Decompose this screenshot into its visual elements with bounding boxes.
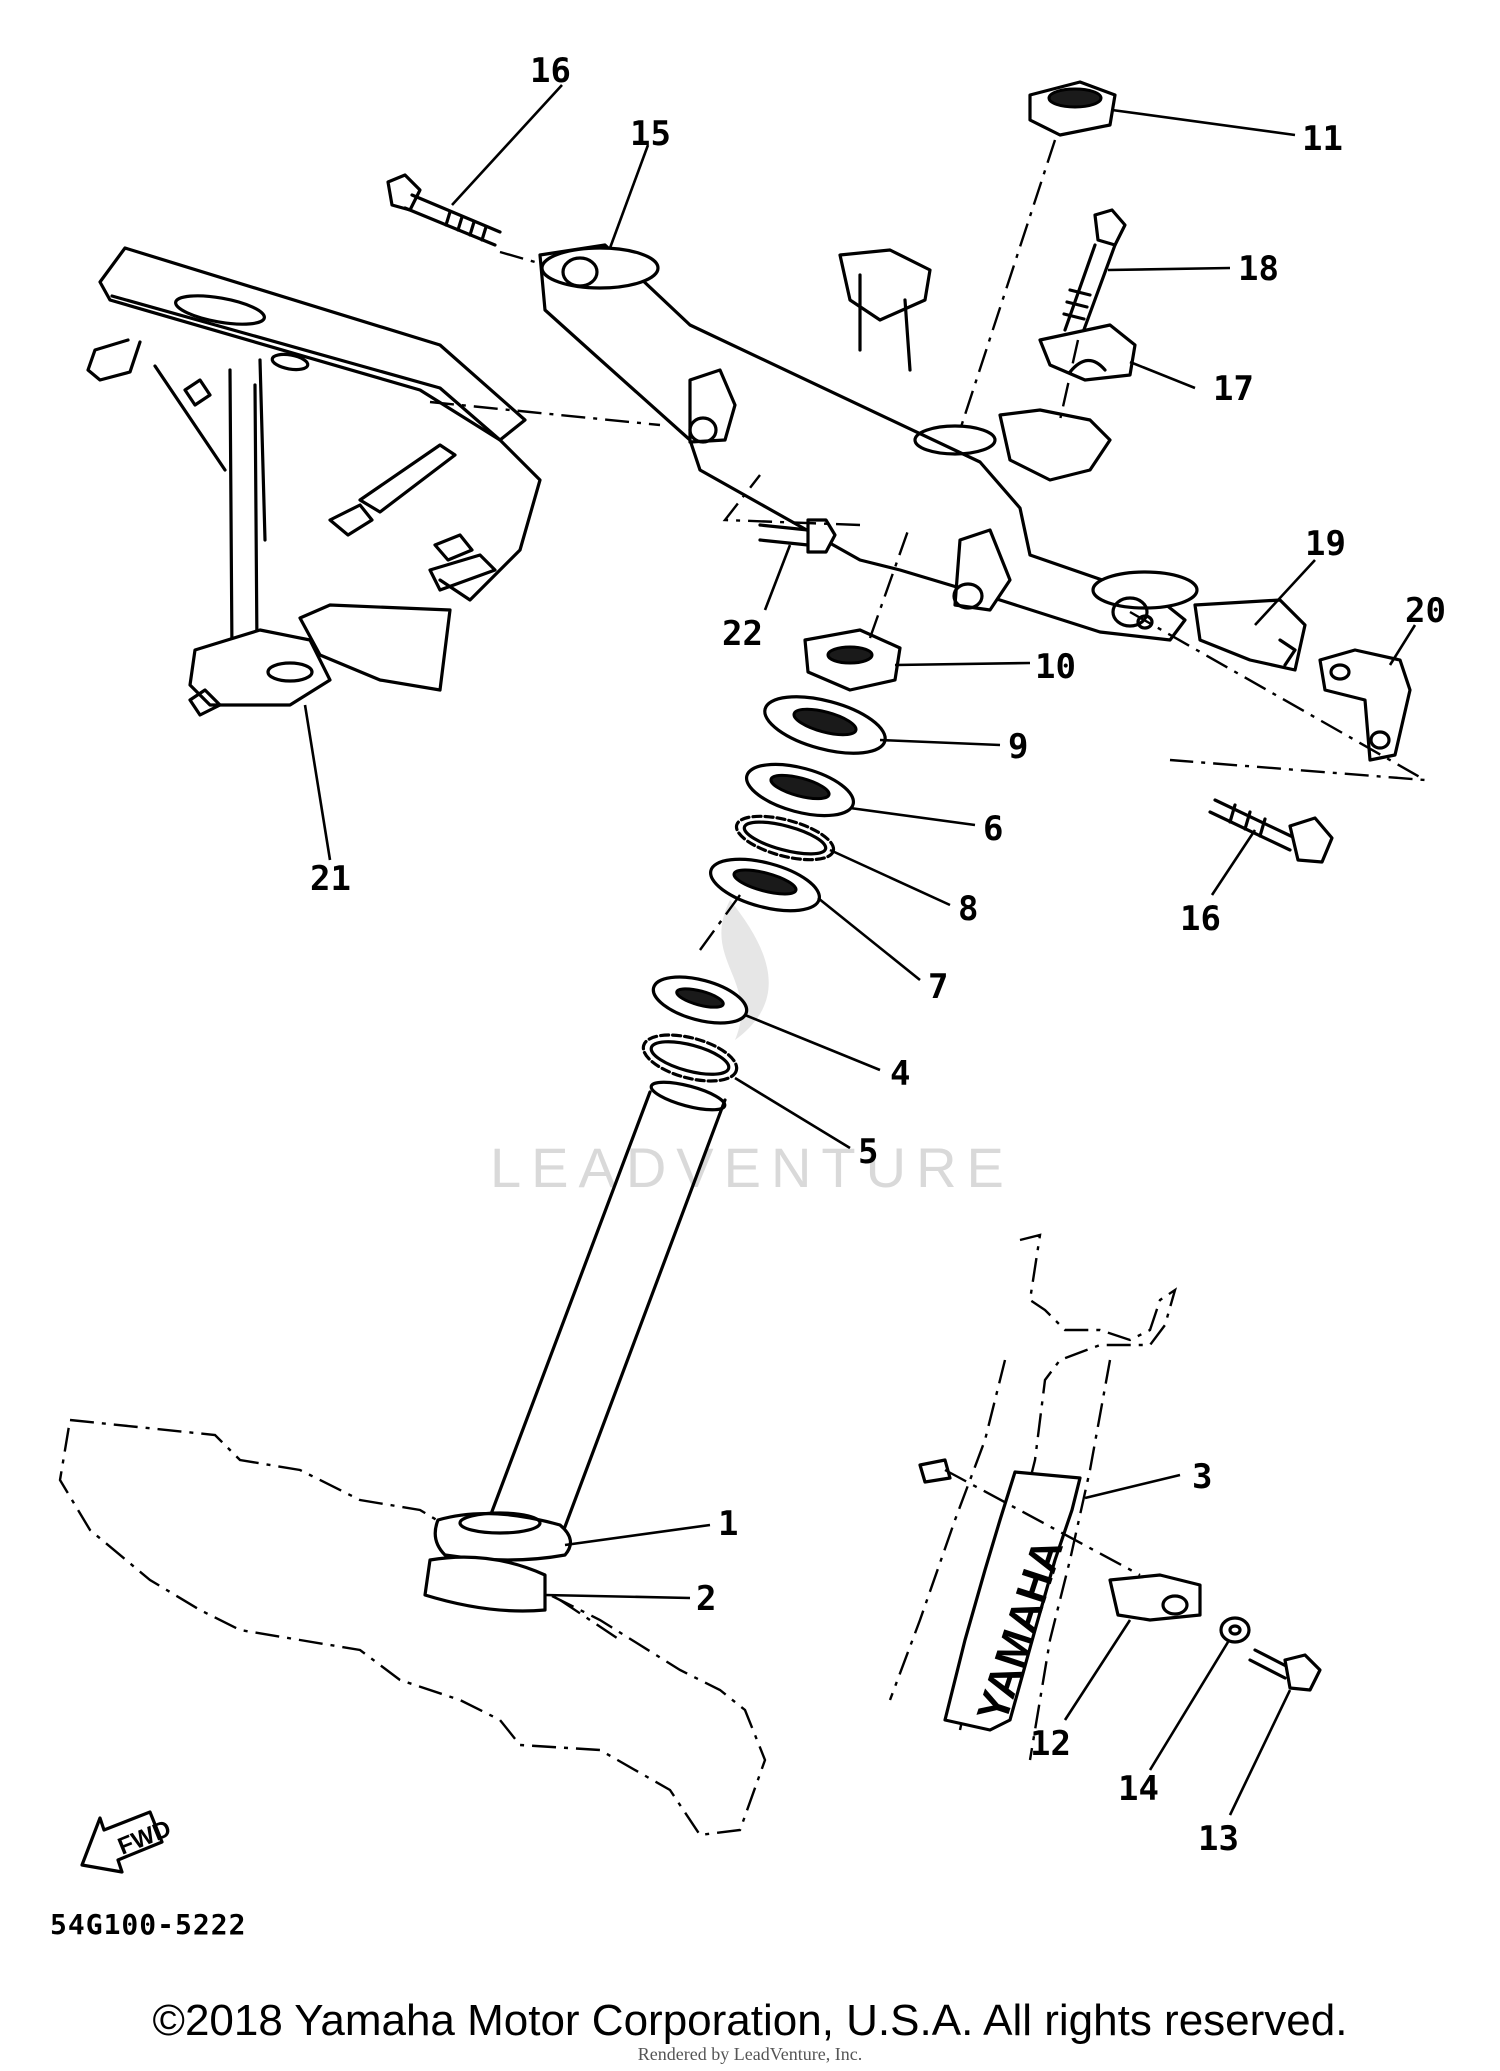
watermark: LEADVENTURE <box>490 900 1014 1199</box>
callout-21: 21 <box>310 859 351 899</box>
callout-9: 9 <box>1008 727 1028 767</box>
bolt-22 <box>758 518 837 554</box>
callout-12: 12 <box>1030 1724 1071 1764</box>
callout-19: 19 <box>1305 524 1346 564</box>
ring-nut-10 <box>803 628 902 692</box>
bolt-16-right <box>1208 798 1334 864</box>
callout-2: 2 <box>696 1579 716 1619</box>
fwd-arrow-icon: FWD <box>80 1810 175 1874</box>
callout-8: 8 <box>958 889 978 929</box>
callout-16-top: 16 <box>530 51 571 91</box>
callout-17: 17 <box>1213 369 1254 409</box>
bracket-20 <box>1318 648 1412 762</box>
callout-numbers: 1 2 3 4 5 6 7 8 9 10 11 12 13 14 15 16 1… <box>310 51 1446 1859</box>
callout-15: 15 <box>630 114 671 154</box>
front-fork: YAMAHA <box>888 1233 1178 1761</box>
stem-nut-11 <box>1028 80 1117 137</box>
bolt-18 <box>1062 208 1127 337</box>
watermark-text: LEADVENTURE <box>490 1136 1014 1199</box>
callout-16-right: 16 <box>1180 899 1221 939</box>
callout-3: 3 <box>1192 1457 1212 1497</box>
callout-14: 14 <box>1118 1769 1159 1809</box>
bolt-16-top <box>386 173 502 247</box>
callout-10: 10 <box>1035 647 1076 687</box>
callout-13: 13 <box>1198 1819 1239 1859</box>
ball-bearing-5 <box>641 1033 739 1083</box>
race-4 <box>651 975 749 1025</box>
copyright-notice: ©2018 Yamaha Motor Corporation, U.S.A. A… <box>152 1996 1348 2045</box>
upper-triple-clamp <box>538 243 1199 642</box>
cover-9 <box>763 695 887 755</box>
callout-5: 5 <box>858 1132 878 1172</box>
callout-18: 18 <box>1238 249 1279 289</box>
callout-6: 6 <box>983 809 1003 849</box>
renderer-credit: Rendered by LeadVenture, Inc. <box>637 2044 863 2064</box>
reference-code: 54G100-5222 <box>50 1908 247 1941</box>
leader-lines <box>303 84 1426 1816</box>
callout-1: 1 <box>718 1504 738 1544</box>
washer-14 <box>1219 1616 1251 1644</box>
lower-bracket <box>58 1418 767 1837</box>
steering-stem <box>483 1080 727 1542</box>
callout-22: 22 <box>722 614 763 654</box>
holder-19 <box>1193 598 1307 672</box>
callout-4: 4 <box>890 1054 910 1094</box>
callout-20: 20 <box>1405 591 1446 631</box>
handlebar-holder-17 <box>1038 323 1137 382</box>
race-6 <box>744 762 856 818</box>
callout-7: 7 <box>928 967 948 1007</box>
clamp-12 <box>1108 1573 1202 1622</box>
bolt-13 <box>1248 1648 1322 1692</box>
handlebar-bracket-21 <box>86 246 542 717</box>
callout-11: 11 <box>1302 119 1343 159</box>
